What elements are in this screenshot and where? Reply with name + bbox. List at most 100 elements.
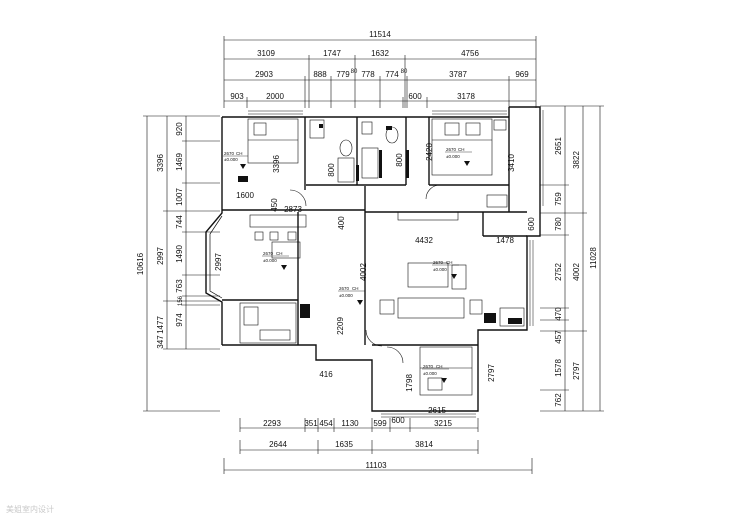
int-dim-1: 1600 (236, 191, 254, 200)
level-code: 2670 (339, 286, 350, 291)
dim-top-r3-5: 3787 (449, 70, 467, 79)
dim-top-r3-4: 774 (385, 70, 399, 79)
left-dimension-labels: 10616 3396 2997 1477 347 920 1469 1007 7… (136, 122, 184, 349)
top-dimensions (223, 36, 537, 108)
dim-top-r2-3: 4756 (461, 49, 479, 58)
int-dim-11: 4002 (359, 263, 368, 281)
dim-bot-r2-0: 2644 (269, 440, 287, 449)
dim-top-r4-0: 903 (230, 92, 244, 101)
dim-right-overall: 11028 (589, 247, 598, 269)
level-value: ±0.000 (263, 258, 277, 263)
level-ch: CH (436, 364, 443, 369)
dim-left-overall: 10616 (136, 252, 145, 275)
int-dim-8: 600 (527, 217, 536, 231)
dim-left-r3-2: 1007 (175, 188, 184, 206)
level-triangle-icon (464, 161, 470, 166)
level-value: ±0.000 (339, 293, 353, 298)
dim-top-r3-3: 778 (361, 70, 375, 79)
right-dimensions (540, 105, 604, 412)
int-dim-14: 2209 (336, 317, 345, 335)
int-dim-13: 1478 (496, 236, 514, 245)
int-dim-16: 1798 (405, 374, 414, 392)
dim-bot-r1-1: 351 (304, 419, 318, 428)
dim-bot-r2-2: 3814 (415, 440, 433, 449)
dim-bot-r1-5: 600 (391, 416, 405, 425)
level-value: ±0.000 (423, 371, 437, 376)
dark-accents (238, 124, 522, 324)
level-mark-bedroom1: 2670 CH ±0.000 (223, 151, 248, 169)
dim-right-r3-7: 762 (554, 393, 563, 407)
dim-left-r3-0: 920 (175, 122, 184, 136)
dim-left-r3-4: 1490 (175, 245, 184, 263)
dim-right-r2-1: 4002 (572, 263, 581, 281)
level-value: ±0.000 (224, 157, 238, 162)
dim-left-r3-1: 1469 (175, 153, 184, 171)
level-mark-master: 2670 CH ±0.000 (445, 147, 472, 166)
dim-top-r4-3: 3178 (457, 92, 475, 101)
int-dim-17: 2797 (487, 364, 496, 382)
dim-bot-r1-3: 1130 (341, 419, 359, 428)
dim-top-r2-gap1: 80 (351, 69, 358, 75)
dim-left-r3-6: 156 (178, 295, 184, 306)
dim-top-r3-2: 779 (336, 70, 350, 79)
dim-bot-r1-4: 599 (373, 419, 387, 428)
dim-left-r3-3: 744 (175, 215, 184, 229)
dim-bot-r1-2: 454 (319, 419, 333, 428)
level-value: ±0.000 (446, 154, 460, 159)
dim-left-r3-5: 763 (175, 279, 184, 293)
bottom-dimensions (223, 418, 533, 474)
dim-top-r3-0: 2903 (255, 70, 273, 79)
level-triangle-icon (441, 378, 447, 383)
dim-top-r3-1: 888 (313, 70, 327, 79)
top-dimension-labels: 11514 3109 1747 80 1632 80 4756 2903 888… (230, 30, 529, 101)
dim-top-r2-0: 3109 (257, 49, 275, 58)
dim-left-r2-0: 3396 (156, 154, 165, 172)
dim-left-r3-7: 974 (175, 313, 184, 327)
dim-right-r3-6: 1578 (554, 359, 563, 377)
dim-right-r3-1: 759 (554, 192, 563, 206)
int-dim-18: 2615 (428, 406, 446, 415)
furniture (239, 118, 525, 396)
level-mark-small-bedroom: 2670 CH ±0.000 (422, 364, 449, 383)
dim-bot-overall: 11103 (365, 461, 387, 470)
right-dimension-labels: 11028 3822 4002 2797 2651 759 780 2752 4… (554, 137, 598, 407)
level-code: 2670 (263, 251, 274, 256)
dim-right-r3-2: 780 (554, 217, 563, 231)
int-dim-0: 3396 (272, 155, 281, 173)
int-dim-12: 4432 (415, 236, 433, 245)
dim-right-r3-3: 2752 (554, 263, 563, 281)
left-dimensions (143, 115, 220, 412)
level-ch: CH (458, 147, 465, 152)
level-ch: CH (352, 286, 359, 291)
windows (248, 110, 544, 418)
level-mark-living: 2670 CH ±0.000 (432, 260, 459, 279)
level-triangle-icon (281, 265, 287, 270)
dim-top-overall: 11514 (369, 30, 391, 39)
dim-left-r2-3: 347 (156, 335, 165, 349)
level-ch: CH (446, 260, 453, 265)
dim-right-r2-0: 3822 (572, 151, 581, 169)
dim-top-r2-2: 1632 (371, 49, 389, 58)
dim-top-r3-6: 969 (515, 70, 529, 79)
level-triangle-icon (451, 274, 457, 279)
int-dim-4: 800 (327, 163, 336, 177)
dim-right-r3-4: 470 (554, 307, 563, 321)
level-code: 2670 (423, 364, 434, 369)
int-dim-9: 2997 (214, 253, 223, 271)
watermark: 美姐室内设计 (6, 505, 54, 514)
dim-top-r4-2: 600 (408, 92, 422, 101)
level-code: 2670 (446, 147, 457, 152)
dim-left-r2-2: 1477 (156, 316, 165, 334)
dim-bot-r1-6: 3215 (434, 419, 452, 428)
dim-left-r2-1: 2997 (156, 247, 165, 265)
level-mark-dining: 2670 CH ±0.000 (262, 251, 289, 270)
level-ch: CH (276, 251, 283, 256)
dim-top-r2-1: 1747 (323, 49, 341, 58)
level-ch: CH (236, 151, 243, 156)
dim-right-r3-5: 457 (554, 330, 563, 344)
dim-right-r3-0: 2651 (554, 137, 563, 155)
int-dim-7: 3410 (507, 154, 516, 172)
dim-top-r4-1: 2000 (266, 92, 284, 101)
dim-right-r2-2: 2797 (572, 362, 581, 380)
